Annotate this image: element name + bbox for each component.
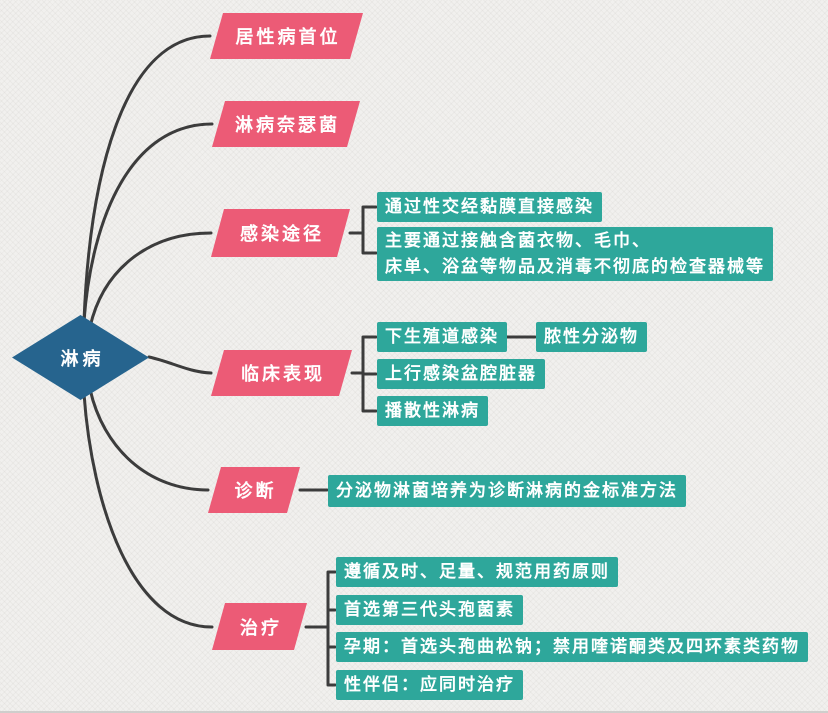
branch-label: 临床表现 bbox=[241, 364, 325, 385]
branch-label: 诊断 bbox=[234, 481, 277, 502]
branch-transmission[interactable]: 感染途径 bbox=[211, 209, 350, 257]
branch-label: 感染途径 bbox=[240, 224, 324, 245]
branch-label: 淋病奈瑟菌 bbox=[235, 115, 340, 136]
branch-label: 治疗 bbox=[240, 617, 282, 639]
connector-transmit-children bbox=[348, 205, 378, 255]
branch-pathogen[interactable]: 淋病奈瑟菌 bbox=[212, 101, 360, 147]
connector-root-to-pathogen bbox=[82, 122, 214, 323]
leaf-treatment-pregnancy[interactable]: 孕期：首选头孢曲松钠；禁用喹诺酮类及四环素类药物 bbox=[336, 632, 808, 662]
leaf-clinical-ascending-pelvic[interactable]: 上行感染盆腔脏器 bbox=[377, 359, 545, 389]
leaf-transmission-direct[interactable]: 通过性交经黏膜直接感染 bbox=[377, 192, 602, 222]
leaf-clinical-disseminated[interactable]: 播散性淋病 bbox=[377, 396, 488, 426]
connector-treatment-children bbox=[304, 570, 337, 687]
branch-std-rank[interactable]: 居性病首位 bbox=[210, 13, 363, 59]
connector-root-to-diagnosis bbox=[88, 387, 210, 492]
leaf-clinical-purulent-discharge[interactable]: 脓性分泌物 bbox=[536, 322, 647, 352]
root-node[interactable]: 淋病 bbox=[12, 315, 149, 400]
connector-root-to-transmit bbox=[88, 231, 213, 329]
leaf-diagnosis-gold-standard[interactable]: 分泌物淋菌培养为诊断淋病的金标准方法 bbox=[328, 475, 686, 507]
root-node-label: 淋病 bbox=[60, 348, 105, 370]
connector-root-to-treatment bbox=[82, 392, 214, 629]
connector-clinical-children bbox=[350, 335, 378, 413]
leaf-treatment-first-choice[interactable]: 首选第三代头孢菌素 bbox=[336, 595, 523, 625]
branch-diagnosis[interactable]: 诊断 bbox=[208, 467, 300, 513]
branch-clinical[interactable]: 临床表现 bbox=[211, 350, 352, 396]
leaf-transmission-indirect[interactable]: 主要通过接触含菌衣物、毛巾、 床单、浴盆等物品及消毒不彻底的检查器械等 bbox=[377, 227, 773, 281]
branch-treatment[interactable]: 治疗 bbox=[212, 603, 307, 650]
connector-root-to-clinical bbox=[147, 355, 213, 375]
leaf-clinical-lower-genital[interactable]: 下生殖道感染 bbox=[377, 322, 507, 352]
leaf-treatment-principle[interactable]: 遵循及时、足量、规范用药原则 bbox=[336, 557, 618, 587]
connector-root-to-rank bbox=[82, 34, 212, 323]
leaf-treatment-partner[interactable]: 性伴侣：应同时治疗 bbox=[336, 670, 523, 700]
branch-label: 居性病首位 bbox=[235, 27, 341, 48]
